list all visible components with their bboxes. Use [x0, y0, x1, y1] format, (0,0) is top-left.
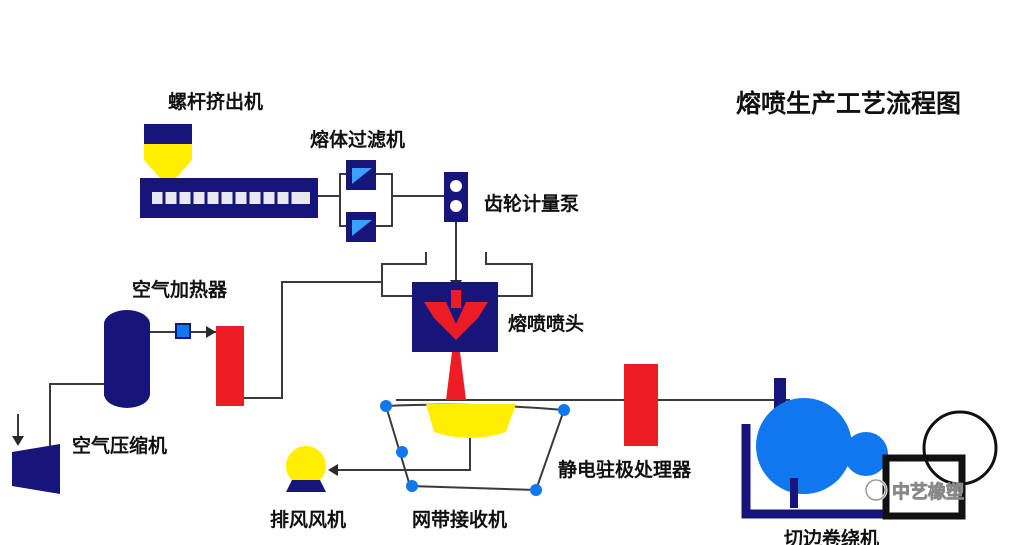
label-air-heater: 空气加热器 — [132, 278, 228, 301]
label-collector: 网带接收机 — [412, 508, 507, 531]
filter-lower-mesh — [352, 220, 372, 236]
label-gear-pump: 齿轮计量泵 — [484, 192, 579, 215]
winder-roll-small — [844, 432, 888, 476]
die-head — [412, 282, 498, 400]
collector-suction-box — [426, 404, 516, 438]
roller-1 — [380, 400, 392, 412]
gear-pump — [444, 172, 468, 222]
roller-4 — [530, 484, 542, 496]
diagram-title: 熔喷生产工艺流程图 — [736, 89, 961, 118]
roller-2 — [396, 446, 408, 458]
gear-pump-body — [444, 172, 468, 222]
arrow-air-inlet — [12, 436, 24, 446]
gear-pump-gear-top — [450, 180, 462, 192]
melt-filter — [346, 160, 376, 242]
air-compressor — [12, 444, 60, 494]
exhaust-fan-base — [286, 480, 326, 492]
label-melt-filter: 熔体过滤机 — [310, 128, 405, 151]
air-heater — [216, 326, 244, 406]
label-exhaust-fan: 排风风机 — [270, 508, 346, 531]
pipe-heater-to-die — [244, 281, 382, 399]
roller-5 — [558, 404, 570, 416]
die-head-cavity — [424, 302, 488, 340]
web-collector — [380, 400, 570, 496]
air-valve — [175, 323, 191, 339]
exhaust-fan — [286, 446, 326, 492]
arrow-into-fan — [328, 464, 338, 476]
pipe-die-air-right — [485, 252, 533, 297]
watermark: 中艺橡塑 — [864, 478, 964, 503]
pipe-die-air-left — [381, 252, 427, 297]
winder-roll-large — [756, 398, 852, 494]
winder-reel — [922, 410, 998, 486]
watermark-text: 中艺橡塑 — [892, 481, 964, 503]
screw-extruder — [140, 124, 318, 218]
exhaust-fan-rotor — [286, 446, 326, 486]
electret-processor — [624, 364, 658, 446]
air-tank — [104, 310, 191, 408]
pipe-compressor-to-tank — [49, 383, 104, 454]
winder-frame — [741, 424, 886, 519]
filter-upper-mesh — [352, 168, 372, 184]
label-die-head: 熔喷喷头 — [508, 312, 584, 335]
labels: 熔喷生产工艺流程图 螺杆挤出机 熔体过滤机 齿轮计量泵 空气加热器 熔喷喷头 空… — [72, 89, 961, 545]
label-electret: 静电驻极处理器 — [558, 458, 692, 481]
arrow-into-heater — [206, 326, 216, 338]
wechat-icon-inner — [865, 479, 887, 501]
air-compressor-body — [12, 444, 60, 494]
extruder-screw-flights — [162, 192, 292, 204]
air-tank-body — [104, 310, 150, 408]
label-air-compressor: 空气压缩机 — [72, 434, 167, 457]
die-head-channel — [451, 290, 461, 308]
extruder-hopper — [144, 144, 192, 178]
label-winder: 切边卷绕机 — [784, 527, 879, 545]
melt-stream — [446, 352, 466, 400]
roller-3 — [406, 480, 418, 492]
extruder-screw — [152, 192, 310, 204]
winder-arm — [790, 478, 798, 508]
winder — [741, 378, 998, 520]
extruder-hopper-cap — [144, 124, 192, 144]
pipe-collector-to-fan — [336, 428, 471, 471]
gear-pump-gear-bottom — [450, 200, 462, 212]
label-extruder: 螺杆挤出机 — [168, 90, 263, 113]
